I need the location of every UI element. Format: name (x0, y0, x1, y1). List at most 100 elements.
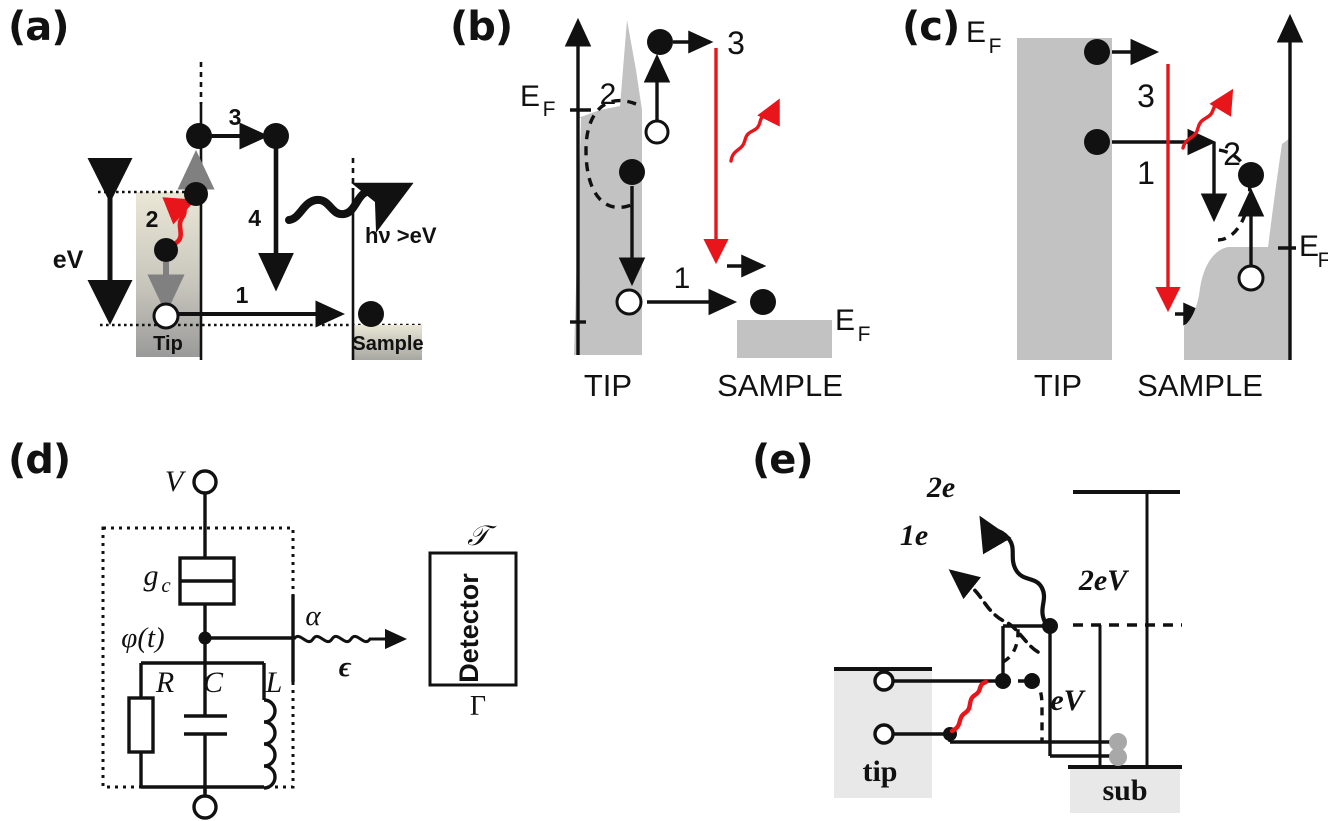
panel-d-dotted-enclosure (101, 526, 295, 789)
panel-c-tip-fermi-label: E (966, 16, 986, 49)
panel-a-electron-sample (358, 301, 384, 327)
panel-c-step-3-label: 3 (1137, 78, 1155, 114)
panel-d-inductor-coil (263, 698, 277, 790)
panel-d-resistor-body (127, 696, 155, 754)
panel-c-step-2-dashed-loop (1217, 148, 1252, 242)
panel-e-hole-lower (873, 723, 895, 745)
panel-b-tip-fermi-sub: F (543, 98, 556, 121)
panel-c-sample-fermi-label: E (1299, 230, 1319, 263)
panel-c-hole-sample (1237, 264, 1265, 292)
panel-b-step-2-label: 2 (600, 78, 617, 111)
panel-d-detector-box (428, 551, 518, 687)
panel-d-emission-wave (292, 628, 407, 650)
panel-d-conductance-label: g (144, 559, 159, 592)
panel-e-substrate-dot-upper (1109, 733, 1127, 751)
panel-e-dashed-upper-curve (1002, 626, 1020, 664)
panel-c-sample-band (1184, 138, 1290, 360)
panel-a-tip-band (136, 192, 201, 357)
panel-b-hole-upper (644, 119, 670, 145)
panel-e-tip-caption: tip (862, 755, 897, 788)
panel-c-tip-fermi-sub: F (989, 35, 1002, 58)
panel-e-tip-band (834, 670, 932, 798)
panel-b-sample-fermi-label: E (835, 304, 855, 337)
panel-c-electron-lower (1084, 129, 1110, 155)
panel-e-red-coupling-wave (949, 679, 989, 734)
panel-e-node-upper-left (995, 673, 1011, 689)
panel-b-red-photon-wave (729, 98, 780, 163)
panel-b-sample-fermi-sub: F (858, 323, 871, 346)
panel-a-step-1-label: 1 (236, 282, 249, 308)
panel-e-two-ev-label: 2eV (1078, 564, 1130, 597)
panel-b-step-3-label: 3 (727, 25, 745, 61)
panel-a-step-2-label: 2 (146, 206, 159, 232)
panel-a-sample-band (353, 325, 422, 360)
panel-c-electron-upper (1084, 39, 1110, 65)
panel-d-junction-box (178, 556, 236, 606)
panel-e-node-top (1042, 618, 1058, 634)
panel-c-tip-band (1017, 38, 1112, 360)
panel-d-emission-label: ϵ (339, 651, 352, 683)
panel-a-step-3-label: 3 (229, 104, 242, 130)
panel-d-detector-top-symbol: 𝒯 (467, 521, 497, 552)
panel-c-step-2-label: 2 (1223, 136, 1241, 172)
panel-e-node-dashed (1024, 673, 1040, 689)
panel-b-tip-caption: TIP (584, 368, 632, 403)
panel-a-electron-hot (184, 182, 208, 206)
panel-a-electron-top-left (186, 123, 212, 149)
panel-e-two-electron-label: 2e (926, 471, 955, 504)
panel-label-e: (e) (752, 437, 814, 483)
panel-label-d: (d) (8, 437, 71, 483)
panel-e-substrate-dot-lower (1109, 748, 1127, 766)
panel-d-coupling-label: α (305, 600, 321, 632)
panel-c-tip-caption: TIP (1034, 368, 1082, 403)
panel-c-step-1-label: 1 (1137, 155, 1155, 191)
panel-e-substrate-band (1070, 768, 1180, 813)
panel-b-hole-lower (615, 288, 643, 316)
panel-c-red-photon-wave (1181, 88, 1234, 150)
panel-d-inductor-label: L (265, 666, 283, 699)
panel-e-hole-upper (873, 670, 895, 692)
panel-c-sample-fermi-sub: F (1318, 249, 1328, 272)
panel-d-conductance-sub: c (161, 573, 171, 597)
panel-e-one-ev-label: eV (1050, 684, 1086, 717)
panel-a-red-squiggle (162, 197, 196, 246)
panel-d-detector-label: Detector (454, 573, 484, 683)
panel-a-tip-caption: Tip (153, 333, 183, 355)
panel-d-detector-bottom-symbol: Γ (470, 691, 486, 722)
panel-d-phase-node-label: φ(t) (121, 622, 164, 654)
panel-e-dashed-path (1003, 679, 1044, 742)
panel-b-electron-hot (647, 29, 673, 55)
panel-label-c: (c) (902, 4, 960, 50)
panel-b-tip-fermi-label: E (520, 80, 540, 113)
panel-a-photon-wave (285, 182, 414, 233)
panel-e-two-electron-wave (979, 515, 1048, 625)
panel-d-capacitor-label: C (203, 666, 224, 699)
panel-b-step-1-label: 1 (674, 262, 691, 295)
panel-d-bias-label: V (165, 465, 187, 498)
panel-b-electron-sample (750, 289, 776, 315)
panel-label-a: (a) (8, 4, 70, 50)
panel-d-bottom-terminal (192, 794, 218, 820)
panel-label-b: (b) (450, 4, 513, 50)
panel-e-one-electron-label: 1e (900, 519, 928, 552)
panel-b-tip-band (574, 20, 642, 355)
panel-b-tip-fermi-step (578, 110, 600, 118)
panel-a-electron-top-right (263, 123, 289, 149)
panel-b-sample-band (737, 320, 832, 358)
panel-d-resistor-label: R (155, 666, 174, 699)
panel-c-electron-sample (1238, 162, 1264, 188)
panel-a-electron-mid (154, 238, 178, 262)
panel-c-sample-caption: SAMPLE (1137, 368, 1263, 403)
panel-d-phase-node-dot (198, 631, 212, 645)
panel-a-photon-label: hν >eV (365, 223, 437, 248)
panel-d-top-terminal (192, 469, 218, 495)
panel-e-substrate-caption: sub (1102, 774, 1147, 807)
panel-a-ev-label: eV (53, 246, 84, 274)
panel-b-sample-caption: SAMPLE (717, 368, 843, 403)
panel-b-step-2-dashed-loop (584, 98, 637, 210)
panel-e-one-electron-wave (948, 569, 1040, 654)
panel-e-node-lower (943, 727, 957, 741)
panel-b-electron-mid (619, 159, 645, 185)
panel-a-sample-caption: Sample (352, 333, 423, 355)
